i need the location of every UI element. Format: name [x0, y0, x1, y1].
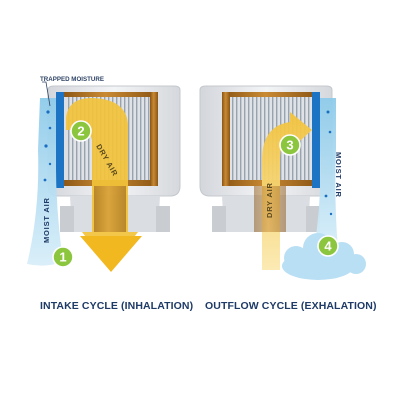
- center-tube: [254, 186, 286, 232]
- step-number-2: 2: [77, 124, 84, 139]
- step-badge-2: [70, 120, 92, 142]
- step-number-1: 1: [59, 250, 66, 265]
- step-badge-4: [317, 235, 339, 257]
- base-fin-left: [60, 206, 74, 232]
- water-drop-icon: [43, 110, 52, 182]
- moist-air-stream: [27, 98, 63, 266]
- base-fin-left: [212, 206, 226, 232]
- moist-air-stream: [314, 98, 338, 250]
- step-badge-1: [52, 246, 74, 268]
- moist-air-label: MOIST AIR: [334, 152, 343, 198]
- step-number-3: 3: [286, 138, 293, 153]
- outflow-cycle-caption: OUTFLOW CYCLE (EXHALATION): [205, 300, 377, 312]
- intake-unit: 2 1 MOIST AIR DRY AIR: [27, 85, 181, 272]
- desiccant-bar: [312, 92, 320, 188]
- step-number-4: 4: [324, 239, 332, 254]
- callout-leader: [42, 81, 51, 107]
- outflow-unit: 3 4 DRY AIR MOIST AIR: [199, 85, 366, 280]
- step-badge-3: [279, 134, 301, 156]
- trapped-moisture-callout: TRAPPED MOISTURE: [40, 76, 104, 83]
- filter-side-frame: [150, 92, 158, 186]
- dry-air-label: DRY AIR: [265, 182, 274, 218]
- arrow-down-icon: [80, 236, 142, 272]
- moist-air-label: MOIST AIR: [42, 197, 51, 243]
- filter-top-cap: [222, 92, 318, 97]
- filter-side-frame: [222, 92, 230, 186]
- desiccant-bar: [56, 92, 64, 188]
- base-fin-right: [156, 206, 170, 232]
- center-tube: [94, 186, 126, 232]
- water-drop-icon: [324, 110, 333, 216]
- filter-top-cap: [62, 92, 158, 97]
- base-fin-right: [306, 206, 320, 232]
- intake-cycle-caption: INTAKE CYCLE (INHALATION): [40, 300, 194, 312]
